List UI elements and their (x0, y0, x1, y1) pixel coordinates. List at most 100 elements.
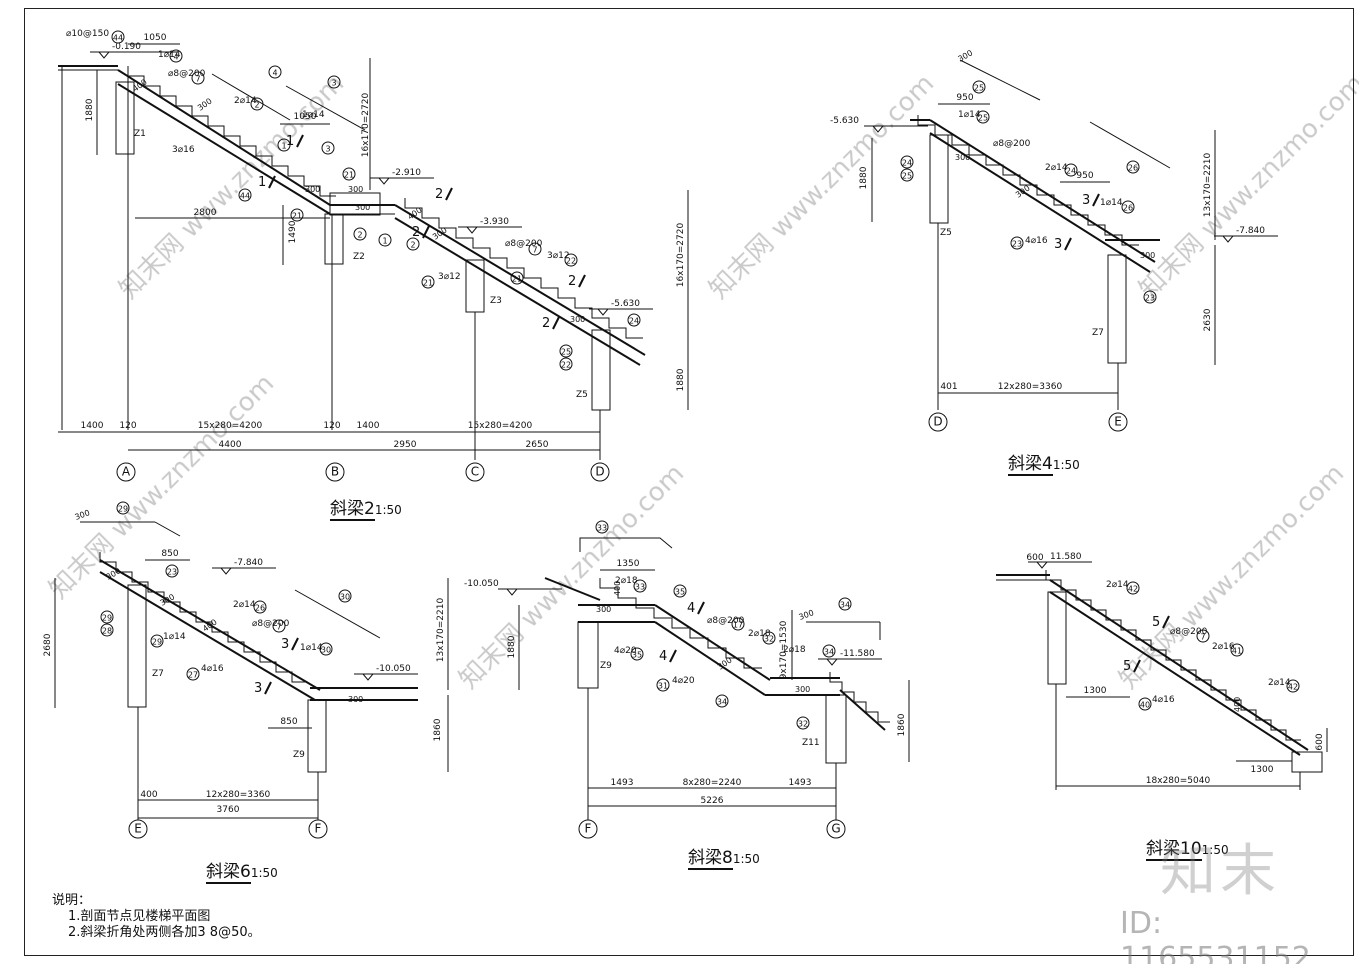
d8-callout-10 (796, 716, 810, 730)
d2-dim-1050a: 1050 (144, 33, 167, 43)
d8-callout-1 (633, 579, 647, 593)
d6-rebar-4: 4⌀16 (201, 664, 224, 674)
d6-dim-3760: 3760 (217, 805, 240, 815)
d6-beam-size-3: 300 (348, 695, 363, 704)
d6-callout-3-label: 29 (102, 614, 112, 623)
d2-callout-1-label: 4 (173, 53, 178, 62)
d6-col-Z7 (127, 584, 147, 708)
d2-callout-16-label: 21 (512, 275, 522, 284)
d2-elev-3-marker (466, 226, 479, 234)
d2-dim-bottom1-5: 15x280=4200 (468, 421, 533, 431)
d2-rebar-2: ⌀8@200 (168, 69, 206, 79)
d2-col-Z3 (465, 259, 485, 313)
title-d8: 斜梁81:50 (688, 843, 760, 870)
d4-dim-2210: 13x170=2210 (1203, 153, 1213, 218)
d2-beam-size-7: 300 (570, 315, 585, 324)
title-d8-name: 斜梁8 (688, 848, 733, 868)
d2-dim-2800: 2800 (194, 208, 217, 218)
d2-dim-bottom2-0: 4400 (219, 440, 242, 450)
d4-callout-7-label: 23 (1012, 240, 1022, 249)
d10-section-num-0: 5 (1152, 615, 1160, 630)
d2-beam-size-0: 300 (196, 97, 214, 113)
title-d6-name: 斜梁6 (206, 862, 251, 882)
d2-axis-A (116, 462, 136, 482)
d2-stairs-2 (404, 198, 643, 339)
d8-stairs-1 (599, 578, 762, 669)
d8-dim-1880: 1880 (507, 635, 517, 658)
d10-callout-2 (1230, 643, 1244, 657)
d6-dim-400: 400 (140, 790, 157, 800)
d2-callout-6 (321, 141, 335, 155)
d6-elev-1-marker (220, 567, 233, 575)
d6-section-mark-0 (291, 637, 299, 651)
d2-callout-0-label: 44 (113, 34, 123, 43)
d2-beam1-bot (117, 83, 331, 215)
d10-dim-1300b: 1300 (1251, 765, 1274, 775)
d8-elev-2-marker (826, 658, 839, 666)
d4-callout-8 (1143, 290, 1157, 304)
d8-callout-0 (595, 520, 609, 534)
d2-elev-2-label: -2.910 (392, 168, 421, 178)
d4-section-mark-0 (1092, 193, 1100, 207)
d6-col-Z9 (307, 699, 327, 773)
d2-axis-B (325, 462, 345, 482)
d6-rebar-2: 1⌀14 (163, 632, 186, 642)
notes-block: 说明： 1.剖面节点见楼梯平面图 2.斜梁折角处两侧各加3 8@50。 (52, 893, 261, 941)
d6-callout-5 (253, 600, 267, 614)
d8-rebar-4: 2⌀18 (783, 645, 806, 655)
d6-axis-E-label: E (134, 822, 142, 836)
d6-callout-6-label: 7 (276, 623, 281, 632)
d2-dim-bottom2-1: 2950 (394, 440, 417, 450)
d6-callout-2-label: 30 (340, 593, 350, 602)
d2-landing-box (329, 192, 381, 216)
d2-callout-9-label: 44 (240, 192, 250, 201)
d8-callout-5 (731, 617, 745, 631)
d4-axis-E-label: E (1114, 415, 1122, 429)
d2-axis-D-label: D (595, 465, 604, 479)
title-d10-scale: 1:50 (1201, 843, 1229, 857)
d2-elev-3-label: -3.930 (480, 217, 509, 227)
d2-callout-17-label: 21 (423, 279, 433, 288)
d2-section-num-4: 2 (568, 274, 576, 289)
d6-callout-0 (116, 501, 130, 515)
d6-callout-0-label: 29 (118, 505, 128, 514)
d8-callout-2 (838, 597, 852, 611)
d8-stairs-2 (829, 672, 890, 723)
d4-callout-6-label: 26 (1123, 204, 1133, 213)
d2-callout-17 (421, 275, 435, 289)
d10-callout-0-label: 42 (1128, 585, 1138, 594)
d2-section-mark-1 (268, 175, 276, 189)
watermark-site-3: 知末网 www.znzmo.com (454, 459, 690, 695)
d2-callout-4-label: 3 (331, 79, 336, 88)
d2-elev-1-marker (98, 51, 111, 59)
d2-callout-2 (191, 71, 205, 85)
d4-rebar-4: 4⌀16 (1025, 236, 1048, 246)
d2-section-mark-5 (552, 316, 560, 330)
d2-elev-1-label: -0.190 (112, 42, 141, 52)
d10-dim-600b: 600 (1315, 733, 1325, 750)
d2-col-Z5-label: Z5 (576, 390, 588, 400)
d4-beam-top (929, 119, 1156, 263)
d10-rebar-1: ⌀8@200 (1170, 627, 1208, 637)
d2-leader-4 (211, 73, 291, 121)
d2-callout-12 (378, 233, 392, 247)
note-item-2: 2.斜梁折角处两侧各加3 8@50。 (68, 925, 261, 940)
d6-beam-bot (99, 571, 316, 701)
title-d4-scale: 1:50 (1052, 458, 1080, 472)
d2-beam-size-3: 300 (348, 185, 363, 194)
d2-section-num-2: 2 (435, 187, 443, 202)
d8-dim-1350: 1350 (617, 559, 640, 569)
d6-beam-size-1: 300 (159, 592, 177, 607)
watermark-site-4: 知末网 www.znzmo.com (1114, 459, 1350, 695)
d10-dim-1300a: 1300 (1084, 686, 1107, 696)
d2-col-Z5 (591, 329, 611, 411)
d8-beam-top-a (544, 577, 601, 601)
d4-axis-D (928, 412, 948, 432)
d6-dim-850b: 850 (280, 717, 297, 727)
title-d2: 斜梁21:50 (330, 494, 402, 521)
d8-rebar-0: 2⌀18 (615, 576, 638, 586)
d2-callout-7-label: 1 (281, 142, 286, 151)
d2-callout-3 (268, 65, 282, 79)
d6-callout-6 (272, 619, 286, 633)
